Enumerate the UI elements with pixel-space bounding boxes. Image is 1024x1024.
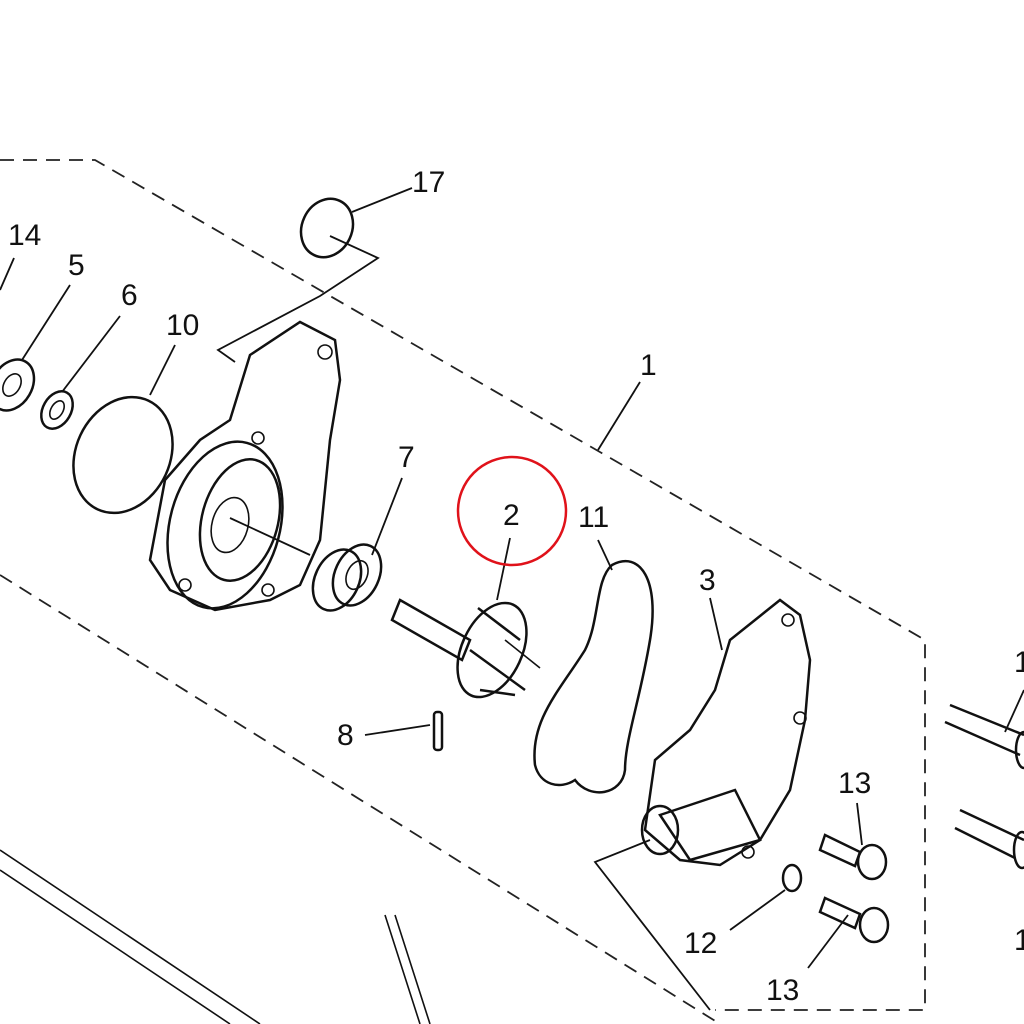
leader-10 xyxy=(149,344,176,396)
pump-housing xyxy=(148,320,342,612)
leader-1 xyxy=(597,381,641,451)
leader-3 xyxy=(709,597,723,651)
assembly-outline xyxy=(0,159,926,1024)
label-3: 3 xyxy=(699,564,716,597)
label-14: 14 xyxy=(8,219,41,252)
washer-6-inner xyxy=(48,400,66,420)
leader-14 xyxy=(0,257,15,291)
gasket-11 xyxy=(533,559,654,794)
engine-case-outline xyxy=(0,849,431,1024)
label-5: 5 xyxy=(68,249,85,282)
label-11: 11 xyxy=(578,501,609,534)
seal-5-inner xyxy=(2,373,22,397)
o-ring-10 xyxy=(72,395,174,515)
leader-11 xyxy=(597,539,613,571)
label-13b: 13 xyxy=(766,974,799,1007)
bolt-13a xyxy=(818,833,888,881)
highlight-circle xyxy=(456,455,568,567)
leader-6 xyxy=(61,315,121,393)
seal-5 xyxy=(0,358,36,412)
o-ring-17 xyxy=(299,197,355,259)
label-17: 17 xyxy=(412,166,445,199)
leader-12 xyxy=(729,889,786,931)
label-7: 7 xyxy=(398,441,415,474)
leader-2 xyxy=(496,537,511,601)
label-13a: 13 xyxy=(838,767,871,800)
pump-cover-3 xyxy=(640,598,812,867)
washer-12 xyxy=(781,863,803,893)
label-8: 8 xyxy=(337,719,354,752)
leader-13b xyxy=(807,914,849,969)
label-1: 1 xyxy=(640,349,657,382)
leader-5 xyxy=(21,284,71,361)
label-edge-top: 1 xyxy=(1014,646,1024,679)
leader-8 xyxy=(364,724,431,736)
bolt-13b xyxy=(818,896,890,944)
leader-17 xyxy=(216,187,413,363)
washer-6 xyxy=(40,390,74,430)
mechanical-seal-7 xyxy=(311,543,383,612)
leader-shaft xyxy=(229,517,711,1011)
label-edge-bottom: 1 xyxy=(1014,924,1024,957)
leader-13a xyxy=(856,802,863,846)
long-bolt-lower xyxy=(954,808,1024,870)
long-bolt-upper xyxy=(944,703,1024,770)
pin-8 xyxy=(432,710,444,752)
leader-7 xyxy=(371,477,403,556)
label-10: 10 xyxy=(166,309,199,342)
label-12: 12 xyxy=(684,927,717,960)
label-2: 2 xyxy=(503,499,520,532)
leader-edge xyxy=(1004,689,1024,733)
label-6: 6 xyxy=(121,279,138,312)
impeller-shaft-2 xyxy=(390,598,541,699)
